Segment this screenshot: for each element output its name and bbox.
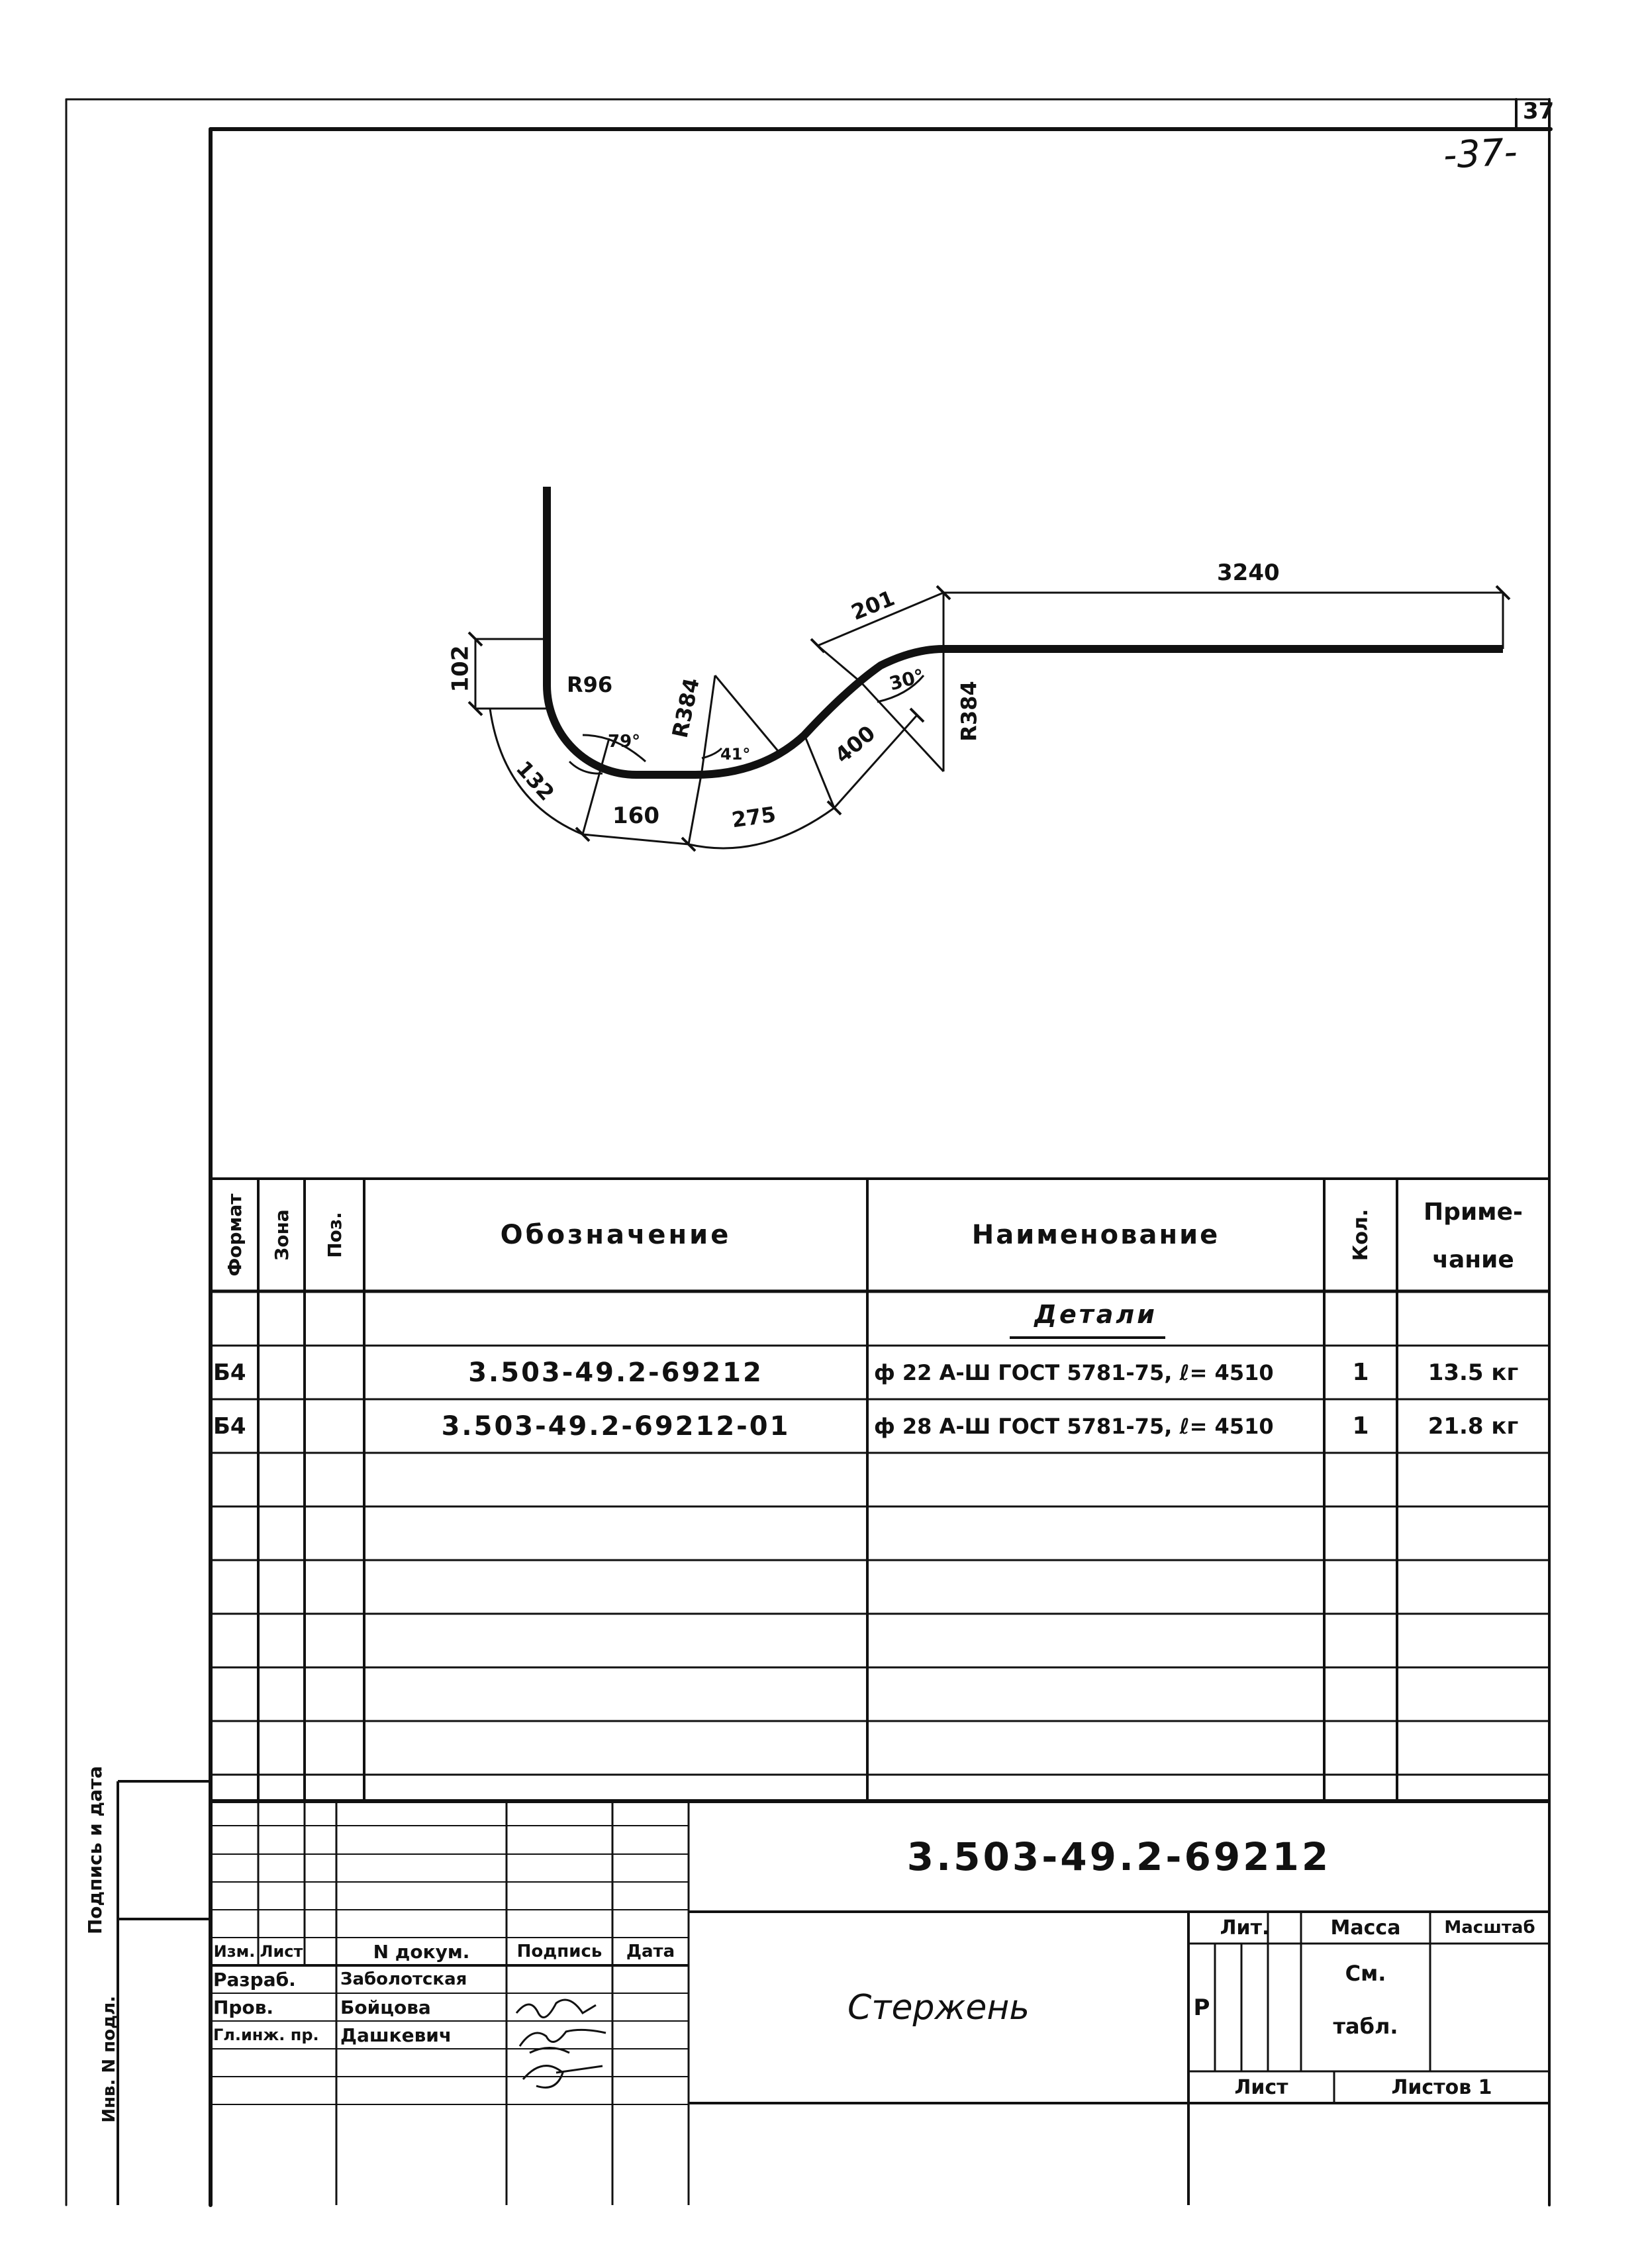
header-name: Наименование [971,1220,1220,1250]
ext-line [803,734,836,809]
dim-tick [467,631,483,647]
dim-label: 41° [720,745,751,764]
col-izm: Изм. [213,1942,256,1961]
dim-label: R96 [567,672,613,697]
header-designation: Обозначение [500,1220,732,1250]
header-note-1: Приме- [1424,1198,1523,1226]
ext-line [817,644,861,683]
col-ndoc: N докум. [373,1940,470,1963]
dim-tick [1495,585,1511,601]
role-chief-engineer: Гл.инж. пр. [213,2026,319,2044]
doc-number: 3.503-49.2-69212 [906,1834,1331,1879]
dim-label: 160 [612,803,659,829]
col-list: Лист [260,1942,303,1961]
dim-label: 79° [608,732,641,752]
name-chief-engineer: Дашкевич [340,2024,452,2046]
scale-label: Масштаб [1444,1918,1535,1938]
row1-name: ф 22 А-Ш ГОСТ 5781-75, ℓ= 4510 [874,1359,1274,1385]
col-date: Дата [626,1942,675,1961]
section-title: Детали [1034,1300,1157,1329]
row2-format: Б4 [213,1412,246,1440]
radius-line [700,675,716,772]
header-qty: Кол. [1349,1208,1373,1261]
dim-tick [810,638,826,654]
row2-qty: 1 [1352,1412,1369,1440]
signature-3 [522,2065,603,2089]
row1-designation: 3.503-49.2-69212 [468,1357,763,1388]
dim-tick [575,826,591,842]
header-note-2: чание [1432,1246,1514,1273]
radius-line [714,675,783,756]
row1-note: 13.5 кг [1427,1359,1519,1386]
lit-label: Лит. [1220,1916,1270,1940]
dim-arc-275 [688,807,835,850]
doc-title: Стержень [847,1987,1030,2028]
row2-note: 21.8 кг [1427,1412,1519,1440]
row2-name: ф 28 А-Ш ГОСТ 5781-75, ℓ= 4510 [874,1413,1274,1439]
arc-41 [701,747,723,760]
side-sign-date: Подпись и дата [83,1765,106,1935]
header-format: Формат [223,1193,246,1277]
signature-2 [518,2028,606,2054]
role-checker: Пров. [213,1996,274,2018]
ext-line [687,771,703,845]
dim-label: R384 [956,681,982,742]
dim-tick [936,585,951,601]
header-zone: Зона [270,1209,293,1261]
mass-value-1: См. [1345,1961,1386,1986]
dim-tick [909,707,925,723]
mass-label: Масса [1330,1916,1401,1940]
page-number: -37- [1442,130,1519,177]
dim-line-400 [833,715,918,809]
signatures [515,1998,606,2089]
dim-label: 102 [447,645,474,693]
dim-label: 3240 [1217,560,1280,586]
dim-tick [681,836,697,852]
sheets-label: Листов 1 [1391,2075,1492,2099]
header-pos: Поз. [323,1212,346,1258]
row1-qty: 1 [1352,1359,1369,1386]
sheet-label: Лист [1234,2075,1288,2099]
leader-r96 [582,734,646,763]
name-developer: Заболотская [340,1969,467,1989]
dim-tick [826,800,842,816]
mass-value-2: табл. [1333,2014,1398,2039]
side-inv: Инв. N подл. [99,1996,119,2123]
role-developer: Разраб. [213,1968,296,1991]
radius-line [859,681,945,773]
dim-line-201 [817,591,944,647]
ext-line [581,738,610,835]
signature-1 [515,1998,597,2018]
col-sign: Подпись [516,1942,603,1961]
name-checker: Бойцова [340,1996,431,2018]
dim-arc-132 [489,708,583,836]
corner-number: 37 [1523,98,1555,124]
rebar-bar [543,487,1503,779]
row1-format: Б4 [213,1359,246,1386]
row2-designation: 3.503-49.2-69212-01 [441,1410,791,1442]
arc-30 [877,675,925,703]
dim-line-160 [582,833,689,846]
lit-value: Р [1193,1994,1210,2021]
dim-tick [467,701,483,716]
